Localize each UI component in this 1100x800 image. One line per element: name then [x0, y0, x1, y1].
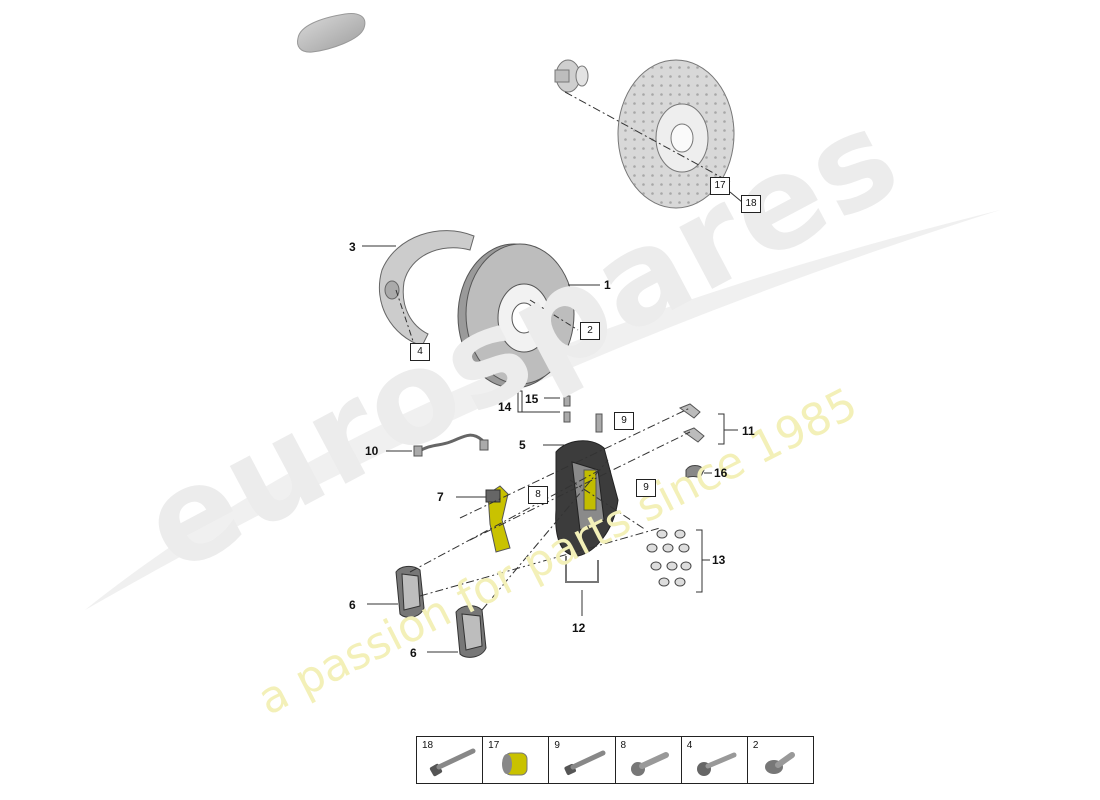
car-thumbnail — [297, 13, 366, 53]
legend-number: 9 — [554, 740, 560, 751]
flange-bolt-icon — [630, 752, 669, 776]
callout-6-lower: 6 — [410, 646, 417, 660]
brake-disc — [457, 243, 575, 389]
torx-bolt-icon — [696, 752, 737, 776]
sleeve-nut-icon — [502, 752, 528, 776]
legend-cell-17: 17 — [483, 737, 550, 783]
legend-number: 18 — [422, 740, 434, 751]
callout-1: 1 — [604, 278, 611, 292]
callout-box-4: 4 — [410, 343, 430, 361]
callout-13: 13 — [712, 553, 726, 567]
legend-cell-18: 18 — [417, 737, 484, 783]
wear-sensor-cable — [413, 433, 489, 457]
legend-number: 4 — [686, 740, 693, 751]
brake-line-bracket — [565, 556, 599, 583]
brake-dust-shield — [378, 230, 475, 347]
callout-box-17: 17 — [710, 177, 730, 195]
fastener-legend: 18 17 9 8 4 2 — [416, 736, 814, 784]
callout-15: 15 — [525, 392, 539, 406]
callout-box-9-top: 9 — [614, 412, 634, 430]
assembly-lines — [409, 407, 691, 611]
pad-retaining-clip — [685, 465, 705, 479]
callout-7: 7 — [437, 490, 444, 504]
legend-number: 17 — [488, 740, 500, 751]
callout-11: 11 — [742, 424, 755, 438]
wheel-hub — [554, 59, 589, 93]
callout-10: 10 — [365, 444, 379, 458]
callout-6-upper: 6 — [349, 598, 356, 612]
legend-number: 8 — [620, 740, 627, 751]
countersunk-screw-icon — [764, 752, 795, 774]
callout-box-18: 18 — [741, 195, 761, 213]
callout-16: 16 — [714, 466, 728, 480]
brake-pad-lower — [455, 605, 487, 658]
piston-seal-kit — [646, 529, 692, 587]
brake-caliper — [555, 440, 619, 557]
legend-cell-9: 9 — [549, 737, 616, 783]
legend-number: 2 — [752, 740, 759, 751]
long-bolt-icon — [429, 748, 476, 777]
bolt-icon — [564, 750, 606, 775]
anti-rattle-springs — [678, 403, 705, 443]
callout-box-9-mid: 9 — [636, 479, 656, 497]
bleeder-screws — [563, 395, 603, 433]
callout-box-2: 2 — [580, 322, 600, 340]
legend-cell-2: 2 — [748, 737, 813, 783]
callout-3: 3 — [349, 240, 356, 254]
callout-box-8: 8 — [528, 486, 548, 504]
brake-pad-upper — [395, 565, 425, 618]
callout-5: 5 — [519, 438, 526, 452]
legend-cell-8: 8 — [616, 737, 682, 783]
callout-12: 12 — [572, 621, 586, 635]
drilled-brake-disc — [617, 59, 735, 209]
legend-cell-4: 4 — [682, 737, 748, 783]
callout-14: 14 — [498, 400, 512, 414]
